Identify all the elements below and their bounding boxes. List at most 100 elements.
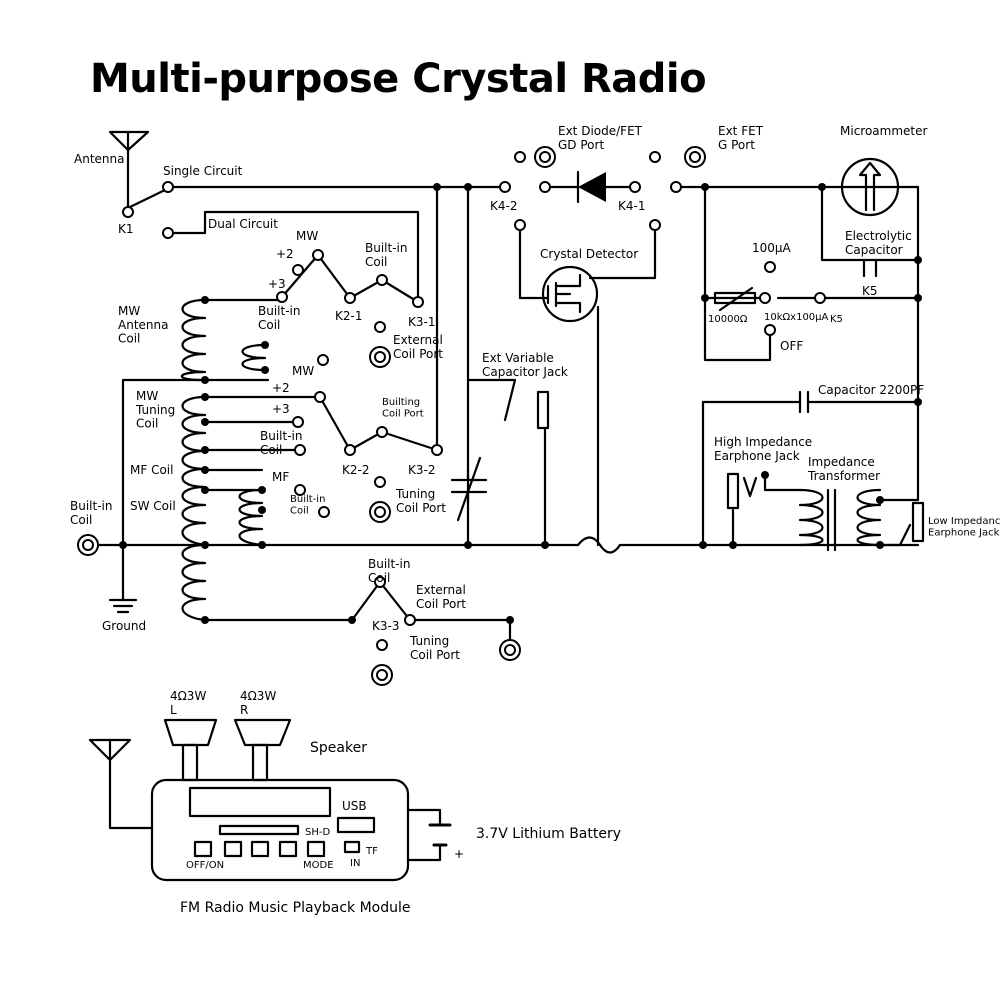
ports[interactable] [77, 146, 706, 686]
label-sw-coil: SW Coil [130, 499, 176, 513]
resistor-10000 [713, 286, 757, 312]
transformer-secondary-coil [856, 488, 882, 547]
switch-terminals [122, 151, 826, 651]
label-fm-module: FM Radio Music Playback Module [180, 900, 410, 916]
sd-slot [218, 824, 300, 836]
antenna-icon [88, 738, 154, 830]
label-battery: 3.7V Lithium Battery [476, 826, 621, 842]
label-sh-d: SH-D [305, 827, 330, 838]
low-impedance-jack[interactable] [911, 501, 925, 543]
fm-module-body [150, 778, 410, 882]
label-plus2-top: +2 [276, 247, 294, 261]
antenna-icon [108, 130, 150, 152]
high-impedance-jack[interactable] [726, 472, 758, 510]
label-onoff: OFF/ON [186, 860, 224, 871]
transformer-primary-coil [798, 488, 824, 547]
label-plus3-top: +3 [268, 277, 286, 291]
wire-crossover [576, 536, 622, 554]
label-plus3-mid: +3 [272, 402, 290, 416]
variable-capacitor-jack[interactable] [536, 390, 550, 430]
label-plus2-mid: +2 [272, 381, 290, 395]
onoff-button[interactable] [193, 840, 213, 858]
mw-antenna-coil [180, 298, 207, 382]
label-tf: TF [365, 846, 378, 857]
label-k4-2: K4-2 [490, 199, 517, 213]
label-k5: K5 [830, 314, 843, 325]
capacitor-2200pf [798, 390, 810, 414]
ground-icon [108, 598, 138, 614]
next-button[interactable] [278, 840, 298, 858]
label-k5-top: K5 [862, 284, 878, 298]
label-dual-circuit: Dual Circuit [208, 217, 278, 231]
play-pause-button[interactable] [250, 840, 270, 858]
battery-icon [428, 823, 452, 847]
label-100ua: 100μA [752, 241, 792, 255]
label-mf-coil: MF Coil [130, 463, 173, 477]
label-k3-3: K3-3 [372, 619, 399, 633]
fm-display [188, 786, 332, 818]
label-capacitor-2200: Capacitor 2200PF [818, 383, 924, 397]
speaker-icon [163, 718, 292, 782]
label-mode: MODE [303, 860, 334, 871]
label-antenna: Antenna [74, 152, 124, 166]
label-crystal-detector: Crystal Detector [540, 247, 638, 261]
labels: Antenna K1 Single Circuit Dual Circuit G… [70, 124, 1001, 662]
variable-capacitor [450, 456, 488, 522]
label-k3-2: K3-2 [408, 463, 435, 477]
transformer-core [826, 488, 837, 552]
label-ground: Ground [102, 619, 146, 633]
label-mw-top: MW [296, 229, 318, 243]
microammeter-icon [840, 157, 900, 217]
label-k2-1: K2-1 [335, 309, 362, 323]
tf-slot[interactable] [343, 840, 361, 854]
label-battery-plus: + [454, 847, 464, 861]
label-usb: USB [342, 799, 367, 813]
mode-button[interactable] [306, 840, 326, 858]
label-speaker: Speaker [310, 740, 367, 756]
label-single-circuit: Single Circuit [163, 164, 243, 178]
label-mw-mid: MW [292, 364, 314, 378]
electrolytic-capacitor [862, 258, 878, 278]
label-10k: 10kΩx100μA [764, 312, 829, 323]
label-10000-ohm: 10000Ω [708, 314, 748, 325]
mf-coil [238, 488, 264, 547]
label-in: IN [350, 858, 360, 869]
label-mf: MF [272, 470, 289, 484]
label-microammeter: Microammeter [840, 124, 928, 138]
usb-port[interactable] [336, 816, 376, 834]
label-off: OFF [780, 339, 803, 353]
label-k4-1: K4-1 [618, 199, 645, 213]
crystal-detector [541, 265, 599, 323]
sw-coil [181, 543, 207, 622]
page-title: Multi-purpose Crystal Radio [90, 56, 707, 102]
junctions [119, 183, 922, 624]
label-k2-2: K2-2 [342, 463, 369, 477]
label-k3-1: K3-1 [408, 315, 435, 329]
label-k1: K1 [118, 222, 134, 236]
builtin-coil-small [241, 343, 267, 372]
diode-icon [576, 170, 606, 204]
prev-button[interactable] [223, 840, 243, 858]
